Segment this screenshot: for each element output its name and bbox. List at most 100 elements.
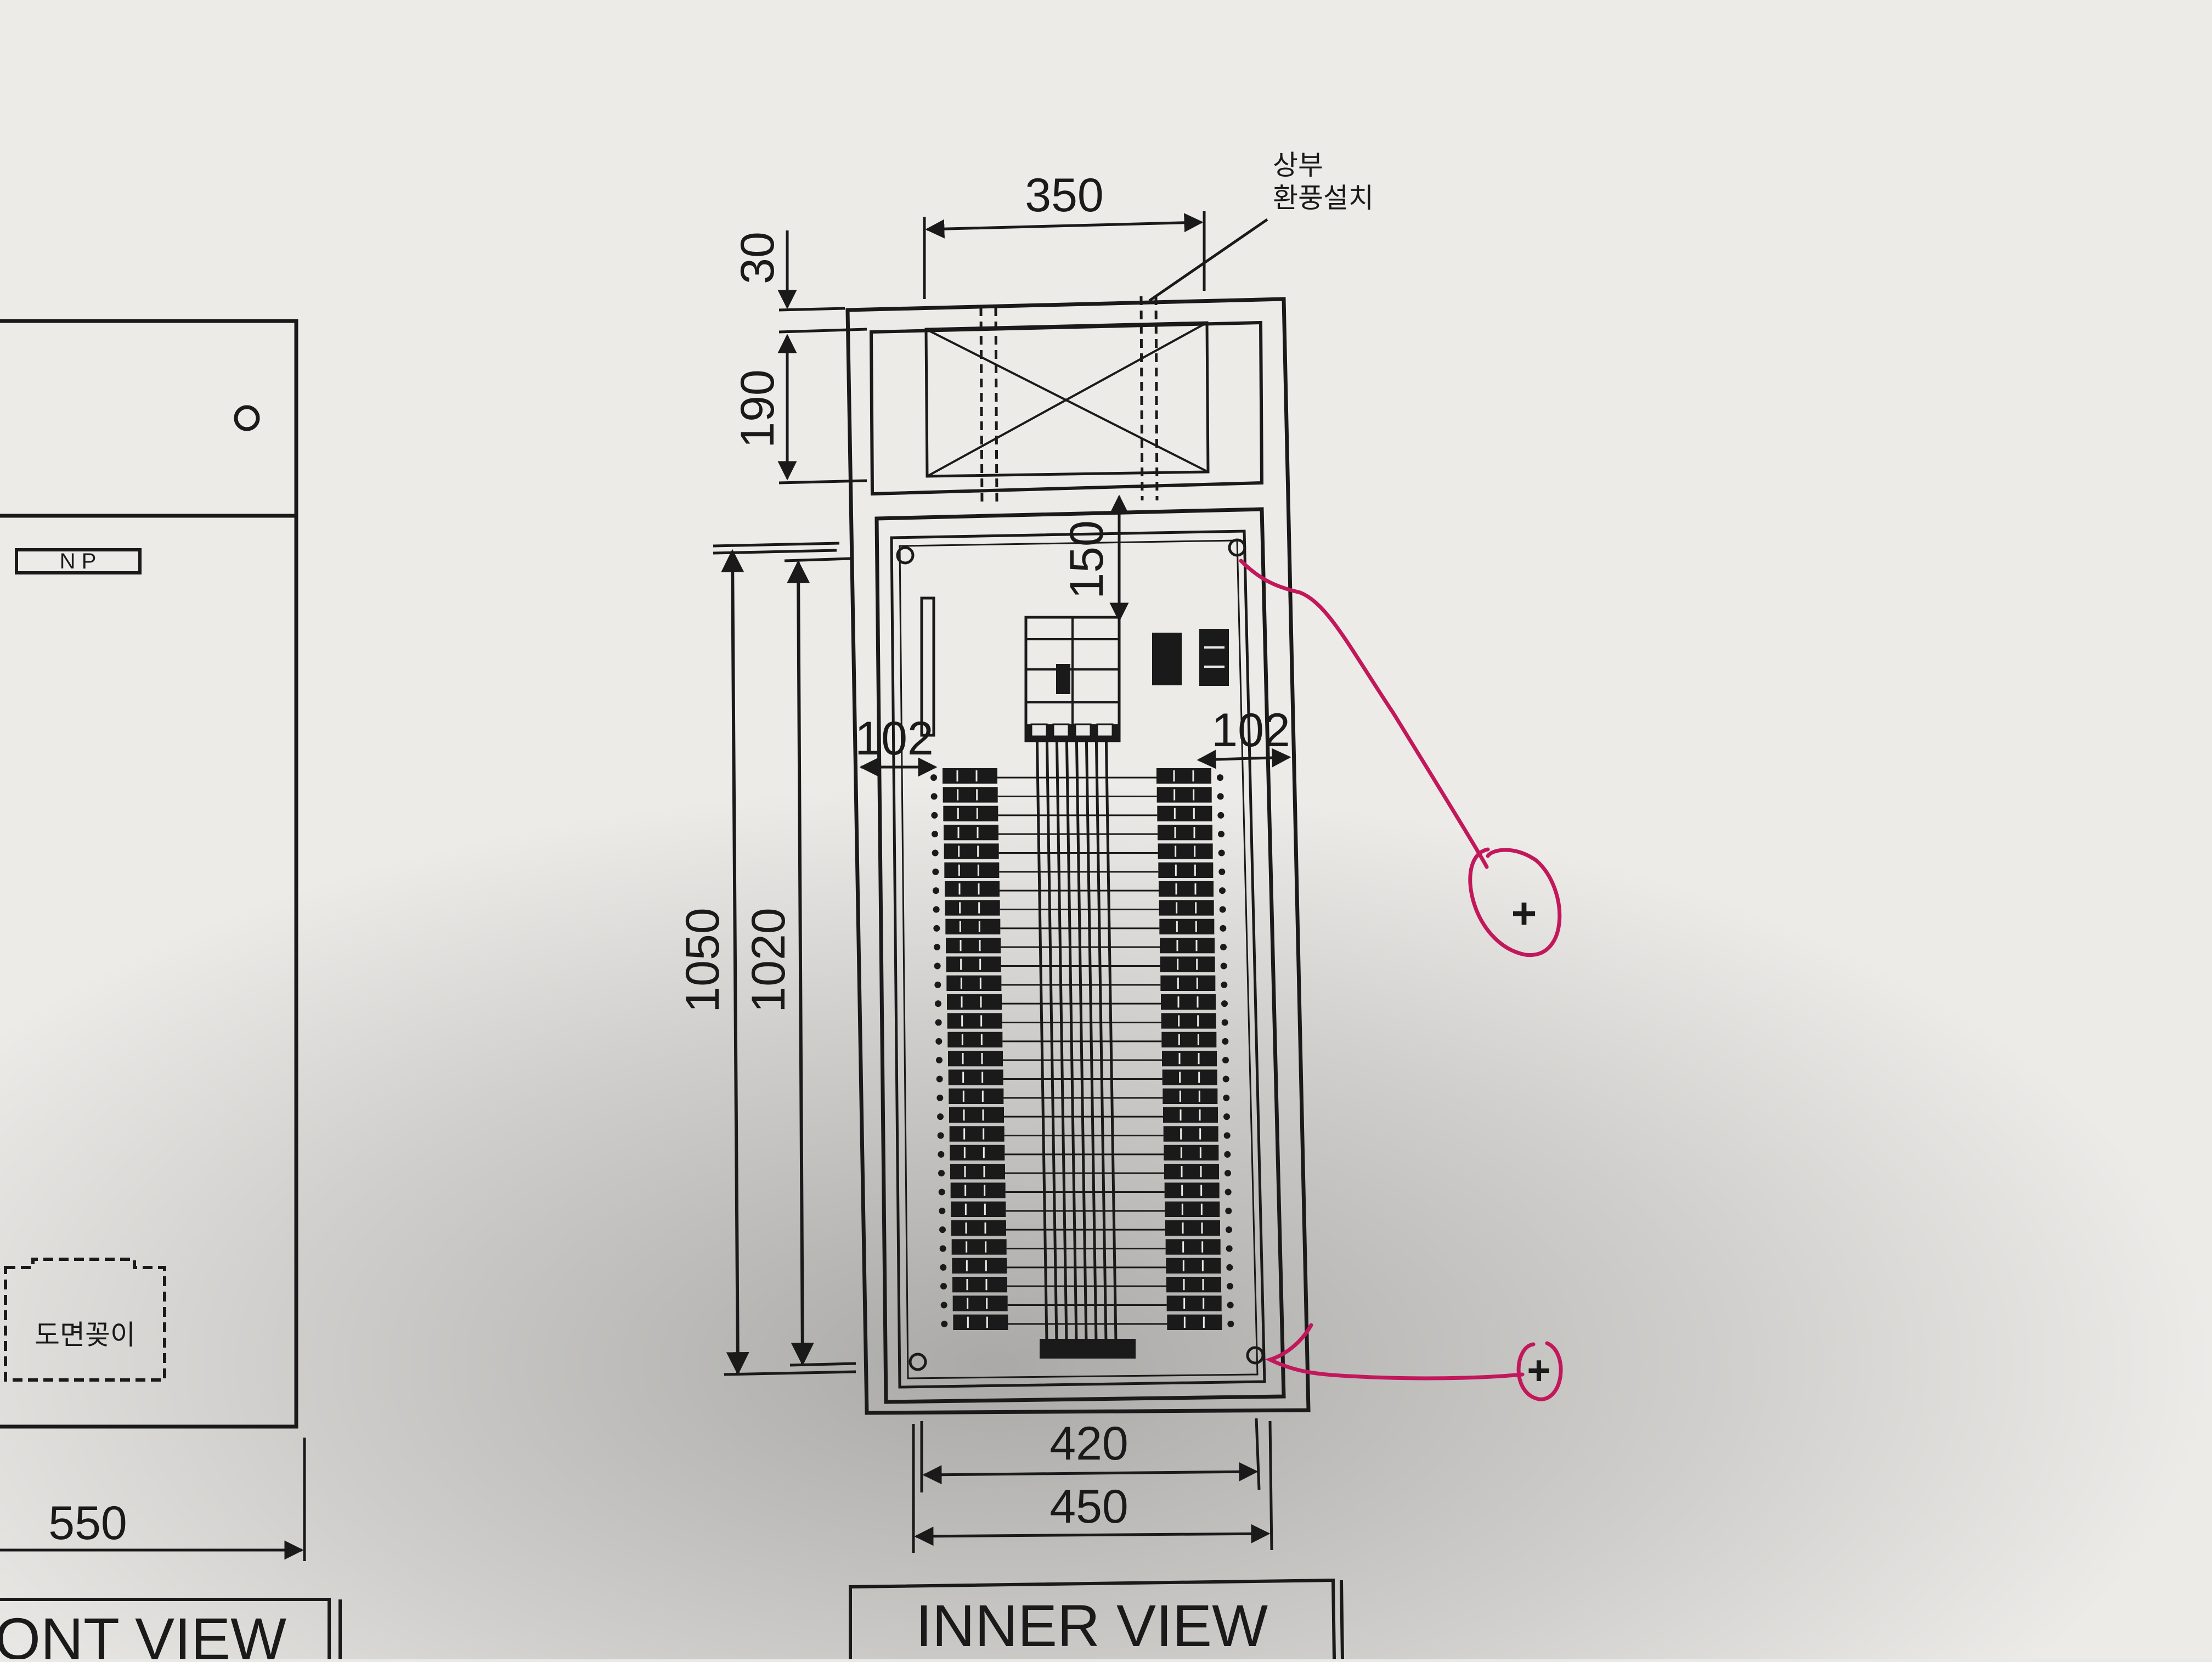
top-width-dim-line <box>925 213 1204 239</box>
branch-breaker-right <box>1159 881 1214 897</box>
terminal-dot <box>1227 1320 1234 1327</box>
annotation-leader-2 <box>1265 1323 1525 1381</box>
front-view-title: ONT VIEW <box>0 1605 286 1659</box>
handwritten-annotations <box>1239 559 1563 1401</box>
terminal-dot <box>940 1264 947 1271</box>
outer-height-dim: 1050 <box>676 908 729 1012</box>
np-label: N P <box>60 549 97 573</box>
annotation-circle-1 <box>1468 847 1562 957</box>
terminal-dot <box>1226 1226 1232 1233</box>
terminal-dot <box>940 1283 947 1290</box>
mounting-hole <box>1246 1346 1265 1365</box>
terminal-dot <box>932 849 939 857</box>
branch-breaker-left <box>946 956 1001 972</box>
branch-breaker-left <box>943 805 998 821</box>
plus-mark-1: + <box>1511 889 1537 938</box>
branch-breaker-right <box>1167 1314 1222 1330</box>
branch-breaker-right <box>1159 919 1215 934</box>
terminal-dot <box>1227 1302 1234 1309</box>
neutral-bar <box>1040 1339 1136 1359</box>
branch-breaker-right <box>1164 1145 1219 1160</box>
branch-breaker-right <box>1166 1258 1221 1274</box>
top-ventilation-note-line-1: 상부 <box>1273 150 1323 181</box>
branch-breaker-right <box>1164 1164 1219 1180</box>
vertical-busbar <box>1035 726 1048 1342</box>
terminal-dot <box>941 1320 948 1327</box>
terminal-dot <box>1227 1283 1233 1290</box>
terminal-dot <box>939 1207 946 1214</box>
mounting-hole <box>909 1353 927 1371</box>
main-breaker-terminal <box>1074 723 1092 737</box>
branch-breaker-right <box>1156 787 1212 803</box>
terminal-dot <box>939 1226 946 1233</box>
branch-breaker-left <box>948 1051 1003 1067</box>
outer-width-dim-line <box>914 1524 1271 1546</box>
terminal-dot <box>936 1057 943 1064</box>
drawing-pocket-label: 도면꽂이 <box>35 1320 136 1350</box>
vertical-busbar <box>1085 726 1098 1342</box>
terminal-dot <box>933 906 940 913</box>
branch-breaker-right <box>1161 1032 1217 1047</box>
inner-view <box>713 211 1344 1660</box>
wire-duct <box>920 596 935 737</box>
branch-breaker-rows <box>930 723 1234 1342</box>
branch-breaker-right <box>1164 1182 1220 1198</box>
branch-breaker-left <box>950 1164 1005 1180</box>
branch-breaker-left <box>943 787 998 803</box>
terminal-dot <box>938 1170 945 1177</box>
branch-breaker-left <box>945 900 1000 916</box>
annotation-circle-2 <box>1516 1341 1563 1401</box>
front-lock-icon <box>234 405 260 431</box>
branch-breaker-left <box>947 994 1002 1010</box>
terminal-dot <box>1223 1094 1230 1101</box>
right-gap-dim-line <box>1197 748 1291 769</box>
branch-breaker-left <box>949 1126 1005 1142</box>
inner-frame <box>874 507 1286 1404</box>
terminal-dot <box>1226 1245 1233 1252</box>
terminal-dot <box>940 1302 947 1309</box>
branch-breaker-right <box>1165 1201 1220 1217</box>
branch-breaker-right <box>1163 1107 1218 1123</box>
drawing-pocket <box>4 1258 166 1382</box>
front-width-dim: 550 <box>48 1497 127 1550</box>
branch-breaker-left <box>944 825 998 841</box>
branch-breaker-right <box>1163 1126 1218 1142</box>
terminal-dot <box>1219 887 1226 894</box>
branch-breaker-right <box>1161 994 1216 1010</box>
terminal-dot <box>1221 981 1228 988</box>
terminal-dot <box>1220 962 1227 970</box>
top-width-dim: 350 <box>1025 169 1104 222</box>
terminal-dot <box>1217 774 1223 781</box>
terminal-dot <box>1226 1264 1233 1271</box>
meter <box>1199 629 1229 686</box>
terminal-dot <box>937 1132 944 1139</box>
branch-breaker-left <box>952 1258 1007 1274</box>
branch-breaker-left <box>944 843 999 859</box>
terminal-dot <box>938 1151 945 1158</box>
terminal-dot <box>1217 812 1224 819</box>
terminal-dot <box>1220 925 1227 932</box>
top-margin-dim: 30 <box>731 232 784 284</box>
branch-breaker-right <box>1159 900 1214 916</box>
mounting-hole <box>896 546 915 565</box>
inner-height-dim: 1020 <box>742 908 795 1012</box>
branch-breaker-right <box>1165 1239 1221 1255</box>
terminal-dot <box>931 812 938 819</box>
branch-breaker-right <box>1162 1069 1217 1085</box>
annotation-leader-1 <box>1239 559 1489 869</box>
panel-offset-dim: 150 <box>1060 520 1113 599</box>
branch-breaker-left <box>946 975 1002 991</box>
terminal-dot <box>1221 1019 1228 1026</box>
terminal-dot <box>936 1094 944 1101</box>
branch-breaker-left <box>947 1032 1003 1047</box>
terminal-dot <box>1219 906 1226 913</box>
mounting-hole <box>1228 538 1246 557</box>
branch-breaker-right <box>1163 1088 1218 1104</box>
branch-breaker-left <box>949 1107 1004 1123</box>
vertical-busbar <box>1045 726 1058 1342</box>
vertical-busbar <box>1075 726 1088 1342</box>
main-breaker-terminal <box>1052 723 1070 737</box>
branch-breaker-right <box>1160 938 1215 954</box>
terminal-dot <box>1222 1075 1229 1083</box>
